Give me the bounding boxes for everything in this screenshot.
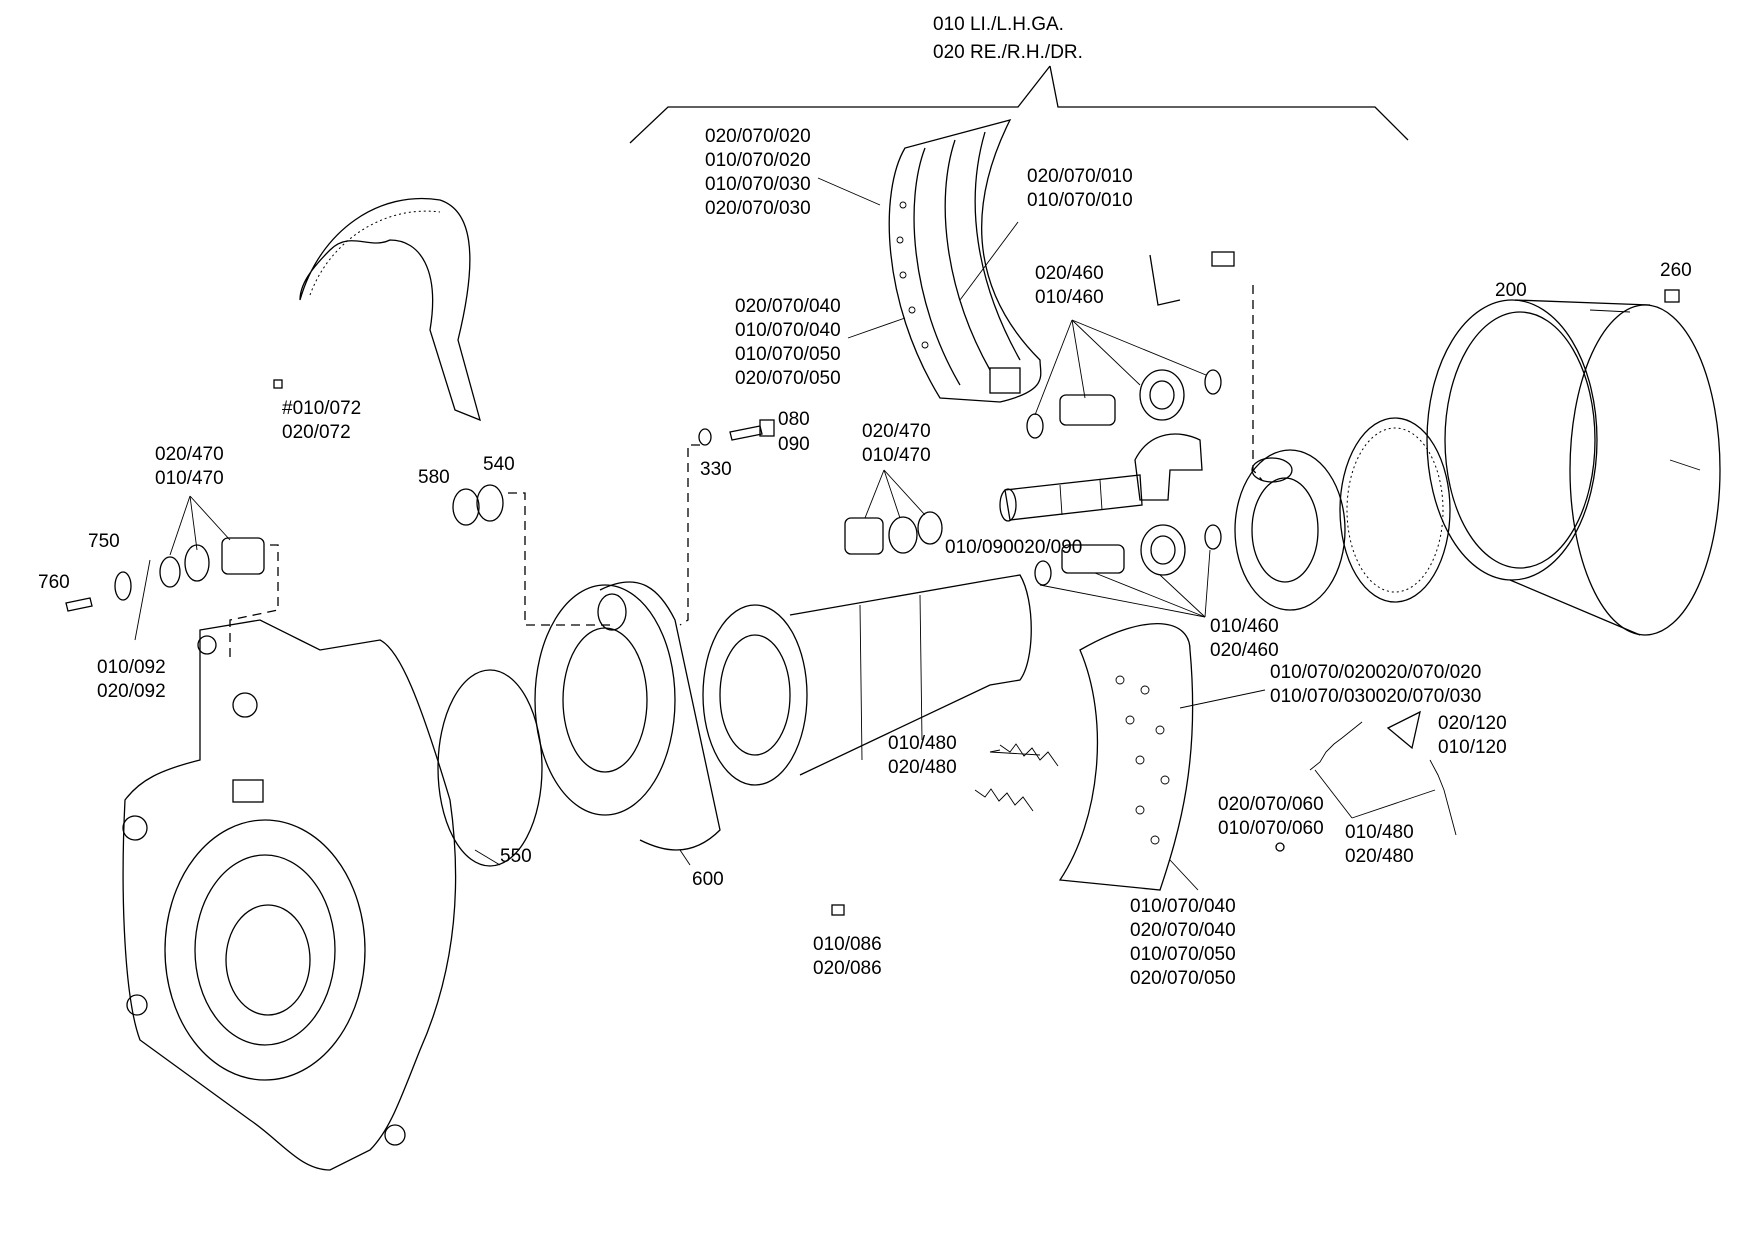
label-086-2: 020/086 bbox=[813, 958, 882, 979]
tone-ring bbox=[1339, 417, 1451, 603]
brake-carrier bbox=[534, 581, 721, 851]
upper-brake-shoe bbox=[888, 119, 1042, 403]
key-086 bbox=[831, 904, 845, 916]
label-shoe-rib-2: 010/070/010 bbox=[1027, 190, 1133, 211]
label-540: 540 bbox=[483, 454, 515, 475]
sensor-leader bbox=[1252, 285, 1263, 481]
label-shoe-top-2: 010/070/020 bbox=[705, 150, 811, 171]
label-460-bot-2: 020/460 bbox=[1210, 640, 1279, 661]
assembly-bracket bbox=[629, 65, 1409, 144]
label-camshaft: 010/090020/090 bbox=[945, 537, 1082, 558]
return-springs-right bbox=[1309, 721, 1457, 836]
lower-brake-shoe bbox=[1058, 622, 1194, 891]
label-120-2: 010/120 bbox=[1438, 737, 1507, 758]
callout-labels: 010 LI./L.H.GA. 020 RE./R.H./DR. 020/070… bbox=[38, 14, 1692, 989]
bolt-080 bbox=[698, 419, 775, 446]
part-072 bbox=[273, 379, 283, 389]
header-line-2: 020 RE./R.H./DR. bbox=[933, 42, 1083, 63]
label-shoe-lining-4: 020/070/050 bbox=[735, 368, 841, 389]
bearing-stack-left bbox=[65, 537, 265, 612]
label-shoe-top-4: 020/070/030 bbox=[705, 198, 811, 219]
camshaft bbox=[999, 433, 1203, 522]
label-shoe2-top-1: 010/070/020020/070/020 bbox=[1270, 662, 1481, 683]
brake-drum bbox=[1426, 299, 1721, 636]
label-480-left-2: 020/480 bbox=[888, 757, 957, 778]
label-072-2: 020/072 bbox=[282, 422, 351, 443]
label-600: 600 bbox=[692, 869, 724, 890]
label-460-bot-1: 010/460 bbox=[1210, 616, 1279, 637]
label-200: 200 bbox=[1495, 280, 1527, 301]
axle-spindle bbox=[702, 574, 1032, 786]
dust-shield bbox=[299, 197, 481, 422]
label-550: 550 bbox=[500, 846, 532, 867]
leader-lines bbox=[134, 177, 1436, 891]
seals-580-540 bbox=[452, 484, 504, 526]
label-260: 260 bbox=[1660, 260, 1692, 281]
left-leader bbox=[229, 544, 279, 660]
label-shoe-lining-2: 010/070/040 bbox=[735, 320, 841, 341]
label-086-1: 010/086 bbox=[813, 934, 882, 955]
cover-plate bbox=[1234, 449, 1346, 611]
lower-roller-set bbox=[1034, 524, 1222, 586]
label-072-1: #010/072 bbox=[282, 398, 361, 419]
label-480-right-2: 020/480 bbox=[1345, 846, 1414, 867]
label-470-mid-1: 020/470 bbox=[862, 421, 931, 442]
bolt-260 bbox=[1664, 289, 1680, 303]
return-springs-left bbox=[974, 743, 1059, 812]
label-460-top-2: 010/460 bbox=[1035, 287, 1104, 308]
label-092-1: 010/092 bbox=[97, 657, 166, 678]
label-shoe-rib-1: 020/070/010 bbox=[1027, 166, 1133, 187]
label-shoe-lining-1: 020/070/040 bbox=[735, 296, 841, 317]
label-shoe2-bot-2: 020/070/040 bbox=[1130, 920, 1236, 941]
label-shoe2-bot-1: 010/070/040 bbox=[1130, 896, 1236, 917]
label-060-2: 010/070/060 bbox=[1218, 818, 1324, 839]
label-shoe-top-3: 010/070/030 bbox=[705, 174, 811, 195]
bush-set-mid bbox=[844, 511, 943, 555]
header-line-1: 010 LI./L.H.GA. bbox=[933, 14, 1064, 35]
axle-housing bbox=[122, 619, 457, 1171]
upper-roller-set bbox=[1026, 369, 1222, 439]
label-080: 080 bbox=[778, 409, 810, 430]
wear-sensor bbox=[1149, 251, 1235, 306]
label-580: 580 bbox=[418, 467, 450, 488]
label-120-1: 020/120 bbox=[1438, 713, 1507, 734]
label-shoe2-bot-4: 020/070/050 bbox=[1130, 968, 1236, 989]
label-470-mid-2: 010/470 bbox=[862, 445, 931, 466]
label-shoe-top-1: 020/070/020 bbox=[705, 126, 811, 147]
label-480-left-1: 010/480 bbox=[888, 733, 957, 754]
bolt-leader bbox=[679, 444, 700, 626]
label-470-left-1: 020/470 bbox=[155, 444, 224, 465]
seal-leader bbox=[508, 492, 610, 626]
label-330: 330 bbox=[700, 459, 732, 480]
label-092-2: 020/092 bbox=[97, 681, 166, 702]
label-750: 750 bbox=[88, 531, 120, 552]
o-ring-550 bbox=[437, 669, 543, 867]
label-shoe-lining-3: 010/070/050 bbox=[735, 344, 841, 365]
label-060-1: 020/070/060 bbox=[1218, 794, 1324, 815]
label-shoe2-bot-3: 010/070/050 bbox=[1130, 944, 1236, 965]
label-shoe2-top-2: 010/070/030020/070/030 bbox=[1270, 686, 1481, 707]
label-460-top-1: 020/460 bbox=[1035, 263, 1104, 284]
screw-060 bbox=[1275, 842, 1285, 852]
label-470-left-2: 010/470 bbox=[155, 468, 224, 489]
label-090: 090 bbox=[778, 434, 810, 455]
label-760: 760 bbox=[38, 572, 70, 593]
label-480-right-1: 010/480 bbox=[1345, 822, 1414, 843]
plate-120 bbox=[1386, 710, 1421, 750]
